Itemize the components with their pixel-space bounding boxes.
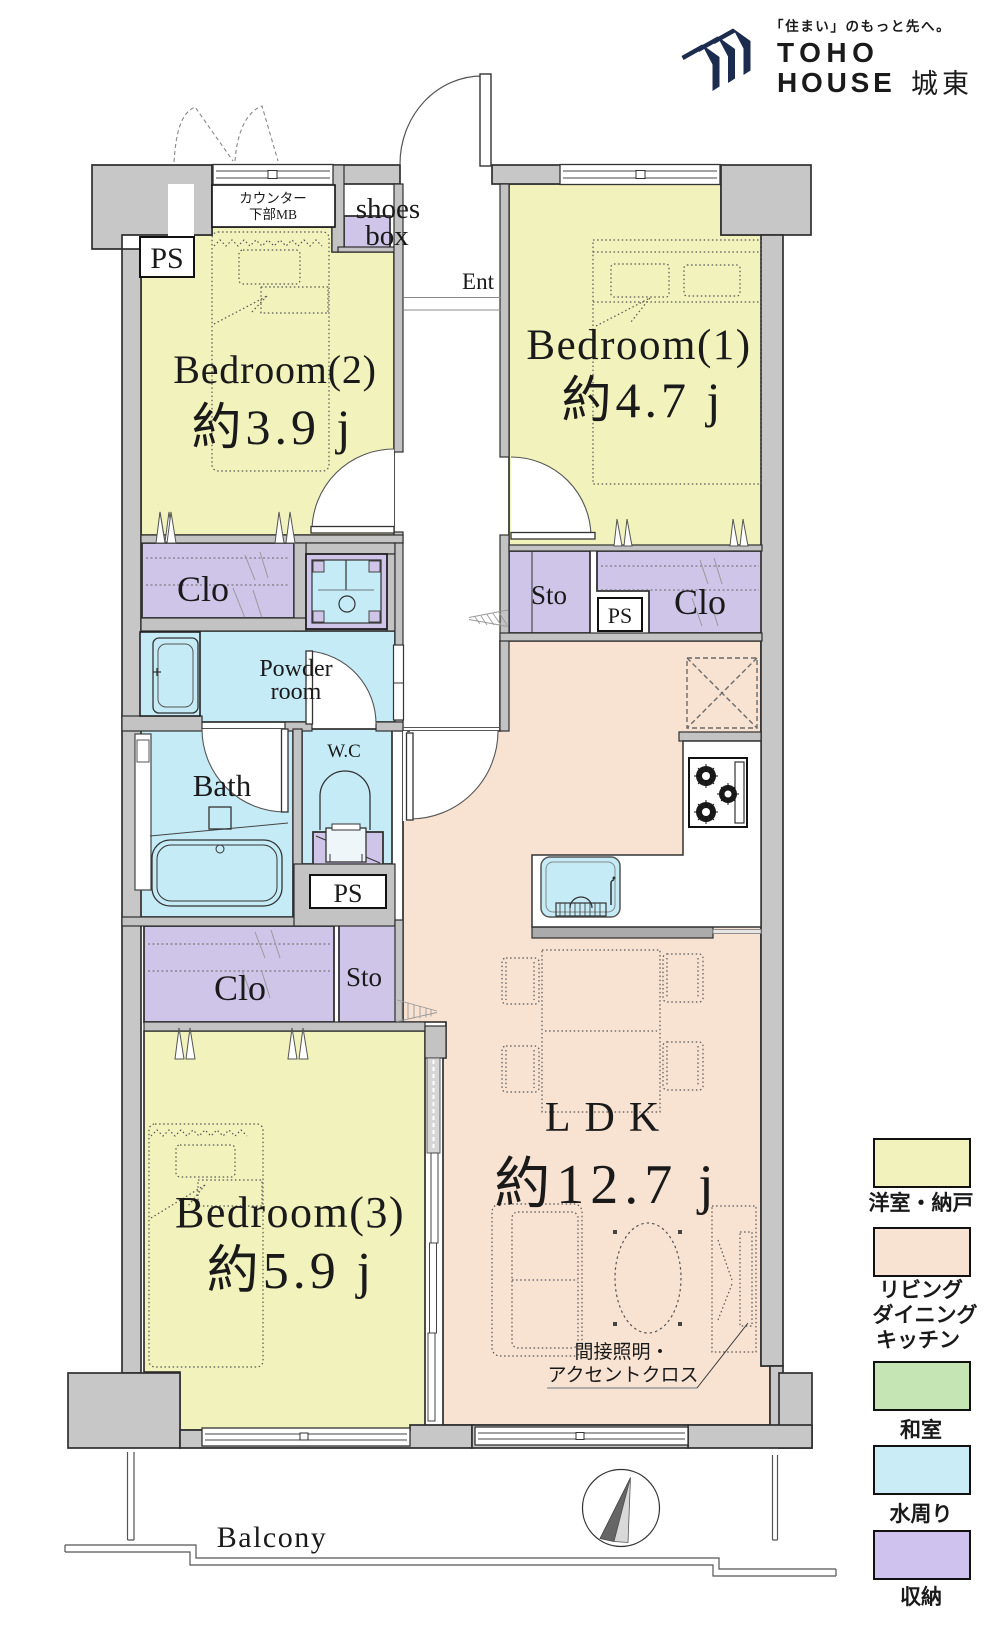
svg-text:城東: 城東 <box>911 69 973 99</box>
svg-text:Bedroom(1): Bedroom(1) <box>526 322 751 369</box>
svg-text:約12.7 j: 約12.7 j <box>494 1154 720 1216</box>
svg-text:Powder: Powder <box>259 656 332 682</box>
svg-text:shoes: shoes <box>356 193 420 225</box>
svg-text:収納: 収納 <box>900 1585 942 1609</box>
svg-text:Sto: Sto <box>346 962 382 992</box>
svg-text:水周り: 水周り <box>890 1503 953 1526</box>
svg-text:HOUSE: HOUSE <box>777 67 896 98</box>
svg-text:Clo: Clo <box>214 968 266 1008</box>
svg-text:間接照明・: 間接照明・ <box>574 1341 669 1363</box>
svg-text:Bedroom(2): Bedroom(2) <box>173 347 377 392</box>
svg-text:Clo: Clo <box>674 582 726 622</box>
svg-text:約4.7 j: 約4.7 j <box>562 372 725 428</box>
svg-text:TOHO: TOHO <box>777 37 879 68</box>
svg-text:Clo: Clo <box>177 569 229 609</box>
svg-text:PS: PS <box>608 603 632 628</box>
svg-text:約5.9 j: 約5.9 j <box>207 1243 375 1300</box>
svg-text:LDK: LDK <box>545 1095 673 1141</box>
svg-text:Bedroom(3): Bedroom(3) <box>175 1188 405 1237</box>
svg-text:Ent: Ent <box>462 269 495 294</box>
svg-text:下部MB: 下部MB <box>249 207 297 222</box>
svg-text:W.C: W.C <box>327 741 361 762</box>
svg-text:カウンター: カウンター <box>239 191 307 206</box>
svg-text:box: box <box>365 220 409 252</box>
svg-text:ダイニング: ダイニング <box>873 1303 978 1327</box>
svg-text:Bath: Bath <box>193 768 252 803</box>
svg-text:PS: PS <box>334 879 363 908</box>
svg-text:約3.9 j: 約3.9 j <box>192 399 355 455</box>
svg-text:アクセントクロス: アクセントクロス <box>547 1364 698 1386</box>
svg-text:PS: PS <box>150 242 183 275</box>
svg-text:和室: 和室 <box>900 1418 942 1442</box>
svg-text:room: room <box>271 679 322 705</box>
svg-text:Balcony: Balcony <box>217 1521 327 1554</box>
svg-text:キッチン: キッチン <box>876 1329 960 1352</box>
svg-text:洋室・納戸: 洋室・納戸 <box>869 1191 974 1215</box>
svg-text:Sto: Sto <box>531 580 567 610</box>
svg-text:「住まい」のもっと先へ。: 「住まい」のもっと先へ。 <box>770 18 951 34</box>
svg-text:リビング: リビング <box>879 1278 963 1302</box>
